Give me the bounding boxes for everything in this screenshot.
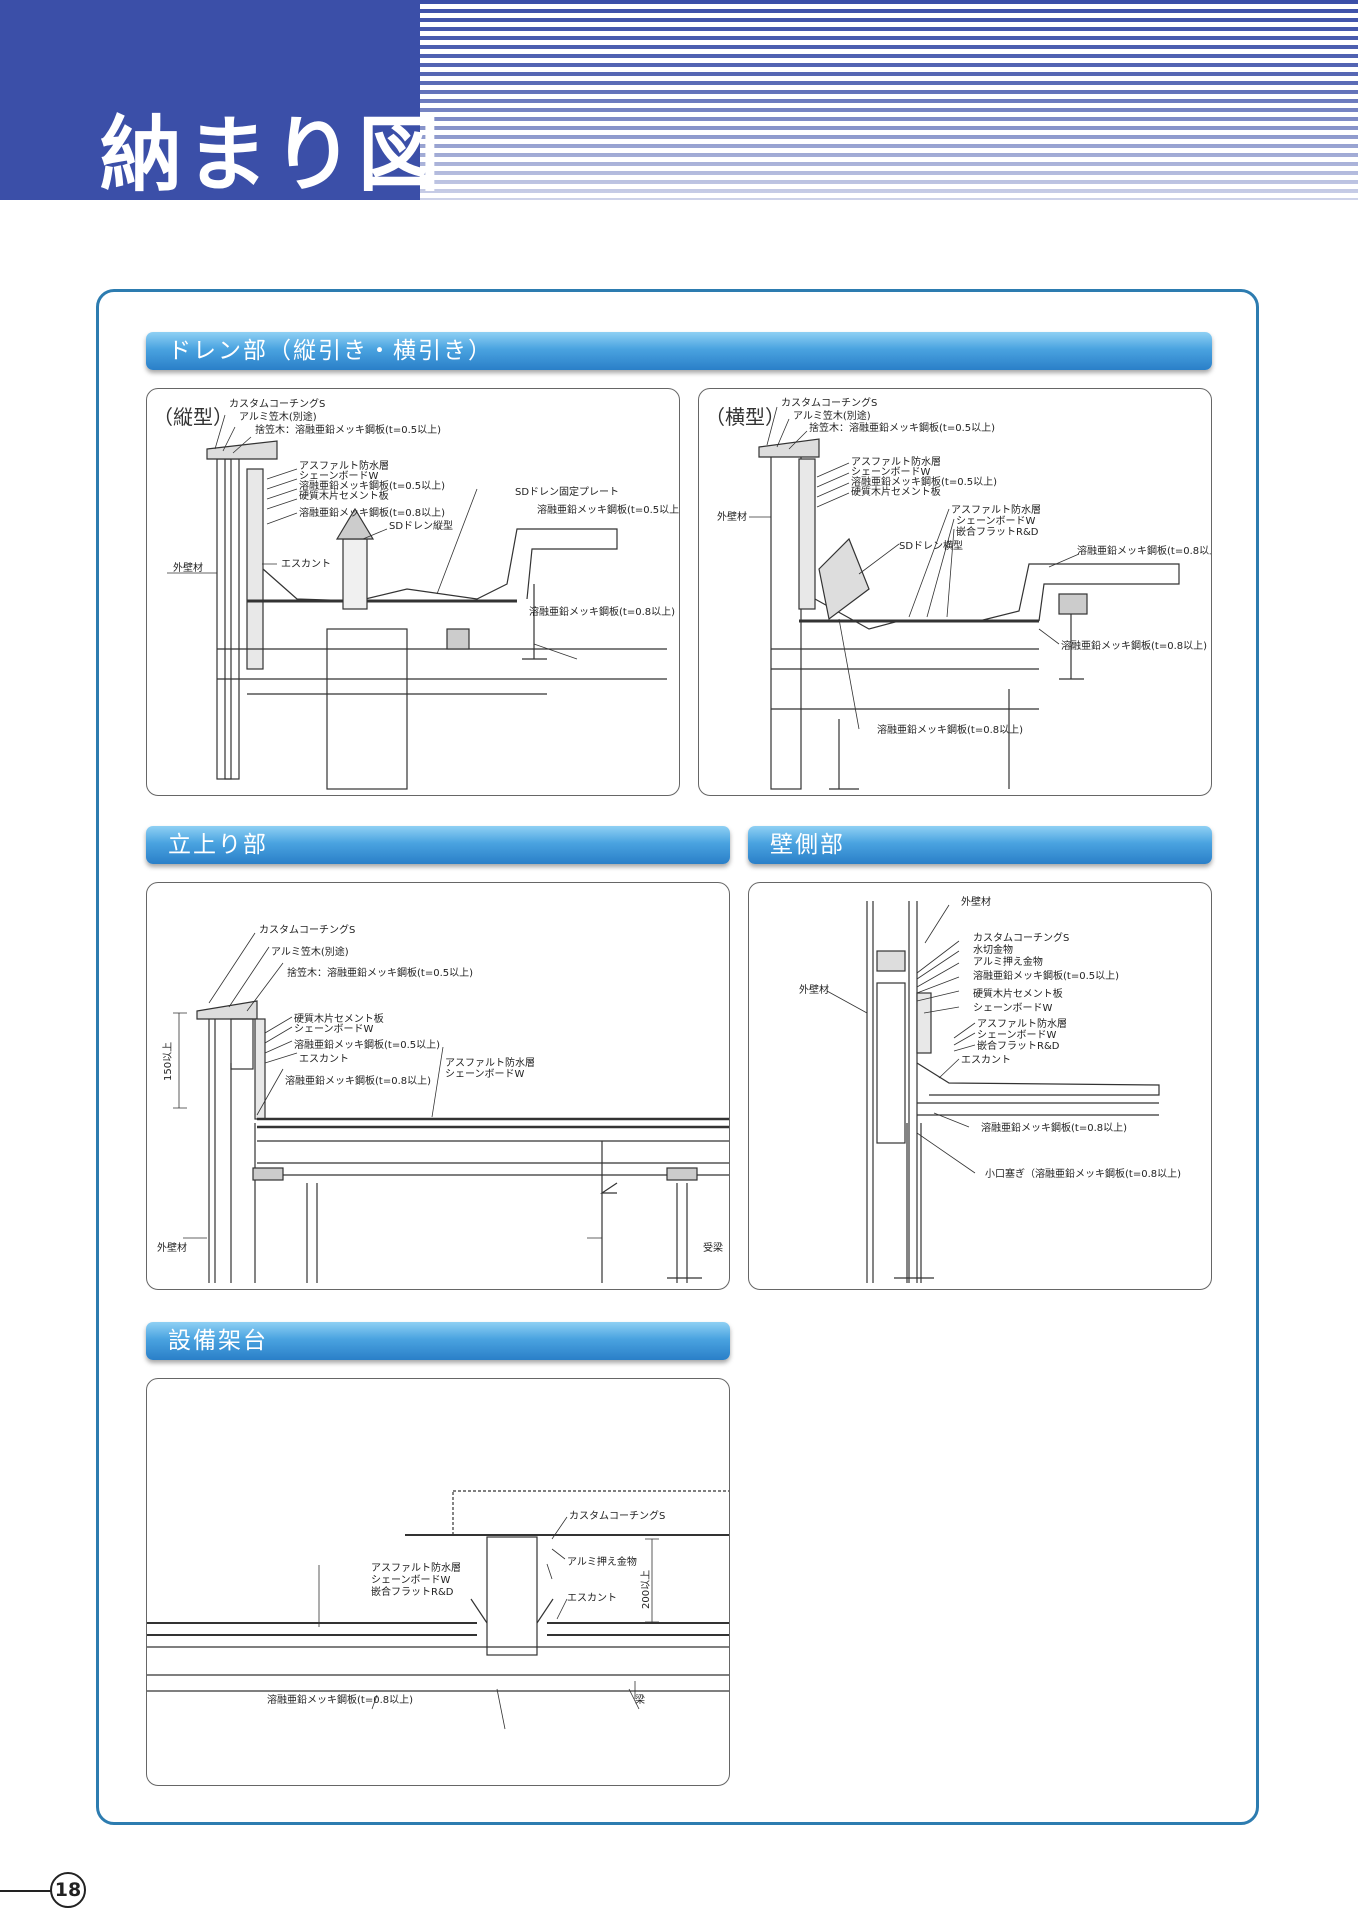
label: シェーンボードW (956, 515, 1035, 527)
label: アルミ笠木(別途) (271, 945, 349, 958)
label: アスファルト防水層 (445, 1056, 535, 1069)
label: シェーンボードW (299, 470, 378, 482)
label: シェーンボードW (371, 1574, 450, 1586)
label: シェーンボードW (977, 1029, 1056, 1041)
panel-equipment: カスタムコーチングS アスファルト防水層 シェーンボードW 嵌合フラットR&D … (146, 1378, 730, 1786)
label: 溶融亜鉛メッキ鋼板(t=0.5以上) (973, 969, 1119, 982)
label: 外壁材 (157, 1241, 187, 1254)
label: カスタムコーチングS (569, 1509, 665, 1522)
panel-drain-vertical: （縦型） カスタムコーチングS アルミ笠木(別途) 捨笠木：溶融亜鉛メッキ鋼板(… (146, 388, 680, 796)
label: アルミ押え金物 (567, 1555, 637, 1568)
label: 硬質木片セメント板 (294, 1012, 384, 1025)
label: アスファルト防水層 (977, 1017, 1067, 1030)
label: カスタムコーチングS (781, 396, 877, 409)
label: 嵌合フラットR&D (956, 525, 1039, 538)
label: アスファルト防水層 (951, 503, 1041, 516)
drain-horizontal-diagram: カスタムコーチングS アルミ笠木(別途) 捨笠木：溶融亜鉛メッキ鋼板(t=0.5… (717, 396, 1212, 790)
label: エスカント (567, 1592, 617, 1604)
label: 溶融亜鉛メッキ鋼板(t=0.5以上) (851, 475, 997, 488)
page-number-rule (0, 1890, 52, 1892)
drain-vertical-subtitle: （縦型） (153, 405, 233, 429)
label: SDドレン横型 (899, 539, 963, 552)
label: 水切金物 (973, 943, 1013, 956)
label: 外壁材 (799, 983, 829, 996)
label: 溶融亜鉛メッキ鋼板(t=0.8以上) (877, 723, 1023, 736)
label: SDドレン固定プレート (515, 485, 619, 498)
section-drain-title: ドレン部（縦引き・横引き） (146, 332, 1212, 370)
panel-riser: カスタムコーチングS アルミ笠木(別途) 捨笠木：溶融亜鉛メッキ鋼板(t=0.5… (146, 882, 730, 1290)
label: 溶融亜鉛メッキ鋼板(t=0.5以上) (299, 479, 445, 492)
label: アルミ押え金物 (973, 955, 1043, 968)
label: シェーンボードW (294, 1023, 373, 1035)
label: 溶融亜鉛メッキ鋼板(t=0.8以上) (529, 605, 675, 618)
header-block (0, 0, 420, 200)
label: カスタムコーチングS (259, 923, 355, 936)
label: 捨笠木：溶融亜鉛メッキ鋼板(t=0.5以上) (287, 966, 473, 979)
label: 溶融亜鉛メッキ鋼板(t=0.8以上) (267, 1693, 413, 1706)
label: 溶融亜鉛メッキ鋼板(t=0.5以上) (294, 1038, 440, 1051)
riser-diagram: カスタムコーチングS アルミ笠木(別途) 捨笠木：溶融亜鉛メッキ鋼板(t=0.5… (157, 923, 729, 1283)
label: 硬質木片セメント板 (973, 987, 1063, 1000)
header-stripes-fade (420, 0, 1358, 200)
label: シェーンボードW (973, 1002, 1052, 1014)
label: アルミ笠木(別途) (793, 409, 871, 422)
dimension-label: 200以上 (640, 1570, 652, 1609)
panel-drain-horizontal: （横型） カスタムコーチングS アルミ笠木(別途) 捨笠木：溶融亜鉛メッキ鋼板(… (698, 388, 1212, 796)
label: アスファルト防水層 (371, 1561, 461, 1574)
label: アルミ笠木(別途) (239, 410, 317, 423)
label: 小口塞ぎ（溶融亜鉛メッキ鋼板(t=0.8以上) (985, 1167, 1181, 1180)
label: 嵌合フラットR&D (371, 1585, 454, 1598)
page-number: 18 (50, 1872, 86, 1908)
label: 溶融亜鉛メッキ鋼板(t=0.8以上) (285, 1074, 431, 1087)
panel-wall: 外壁材 カスタムコーチングS 水切金物 アルミ押え金物 溶融亜鉛メッキ鋼板(t=… (748, 882, 1212, 1290)
label: 梁 (635, 1693, 645, 1706)
label: エスカント (281, 558, 331, 570)
equipment-diagram: カスタムコーチングS アスファルト防水層 シェーンボードW 嵌合フラットR&D … (147, 1490, 729, 1730)
label: 外壁材 (173, 561, 203, 574)
label: アスファルト防水層 (299, 459, 389, 472)
label: 溶融亜鉛メッキ鋼板(t=0.8以上) (1061, 639, 1207, 652)
section-equipment-title: 設備架台 (146, 1322, 730, 1360)
content-frame (96, 289, 1259, 1825)
label: 外壁材 (961, 895, 991, 908)
label: アスファルト防水層 (851, 455, 941, 468)
wall-diagram: 外壁材 カスタムコーチングS 水切金物 アルミ押え金物 溶融亜鉛メッキ鋼板(t=… (799, 895, 1181, 1283)
section-wall-title: 壁側部 (748, 826, 1212, 864)
label: 捨笠木：溶融亜鉛メッキ鋼板(t=0.5以上) (255, 423, 441, 436)
label: 溶融亜鉛メッキ鋼板(t=0.5以上) (537, 503, 680, 516)
label: 溶融亜鉛メッキ鋼板(t=0.8以上) (299, 506, 445, 519)
drain-vertical-diagram: カスタムコーチングS アルミ笠木(別途) 捨笠木：溶融亜鉛メッキ鋼板(t=0.5… (167, 397, 680, 790)
label: エスカント (299, 1053, 349, 1065)
page-title: 納まり図 (100, 108, 445, 203)
label: 硬質木片セメント板 (851, 485, 941, 498)
label: 捨笠木：溶融亜鉛メッキ鋼板(t=0.5以上) (809, 421, 995, 434)
label: 受梁 (703, 1241, 723, 1254)
label: カスタムコーチングS (973, 931, 1069, 944)
label: 溶融亜鉛メッキ鋼板(t=0.8以上) (1077, 544, 1212, 557)
label: カスタムコーチングS (229, 397, 325, 410)
label: エスカント (961, 1054, 1011, 1066)
label: 溶融亜鉛メッキ鋼板(t=0.8以上) (981, 1121, 1127, 1134)
label: 外壁材 (717, 510, 747, 523)
label: SDドレン縦型 (389, 519, 453, 532)
section-riser-title: 立上り部 (146, 826, 730, 864)
label: シェーンボードW (445, 1068, 524, 1080)
label: 硬質木片セメント板 (299, 489, 389, 502)
drain-horizontal-subtitle: （横型） (705, 405, 785, 429)
label: シェーンボードW (851, 466, 930, 478)
dimension-label: 150以上 (162, 1042, 174, 1081)
label: 嵌合フラットR&D (977, 1039, 1060, 1052)
